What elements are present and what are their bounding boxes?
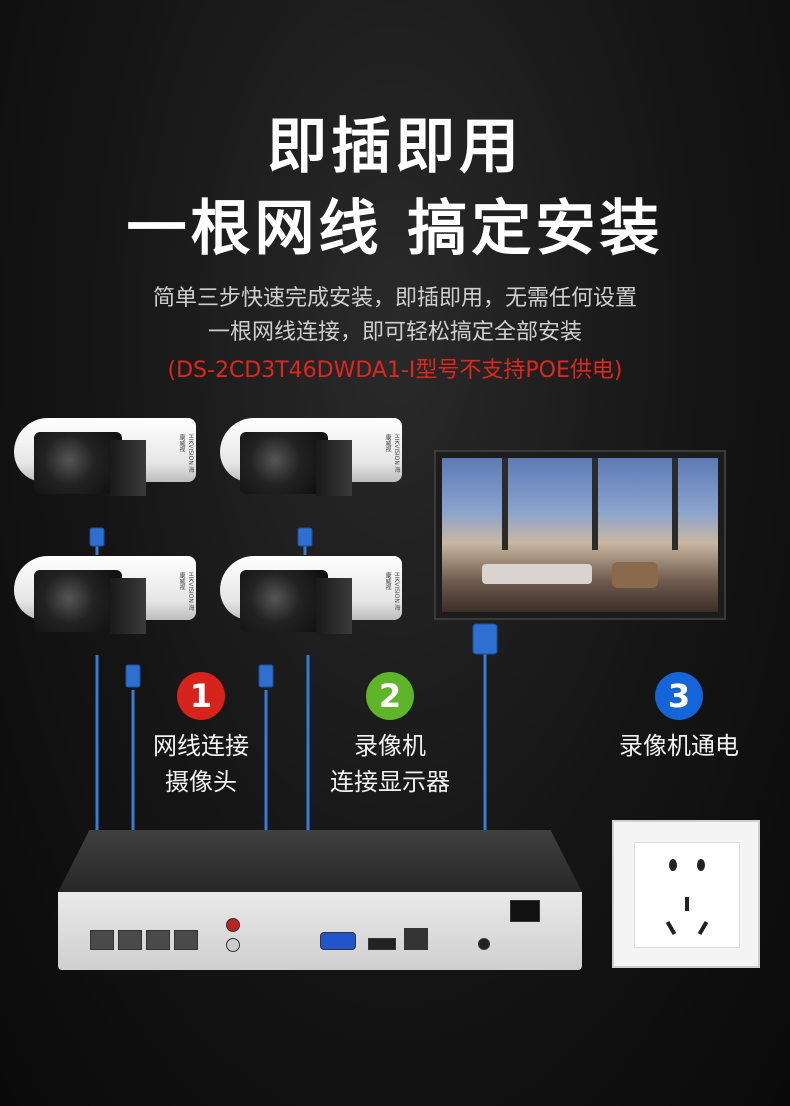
vga-plug	[472, 623, 498, 655]
poe-port-4	[174, 930, 198, 950]
title-line-1: 即插即用	[267, 112, 523, 182]
power-outlet	[612, 820, 760, 968]
nvr-top	[58, 830, 582, 892]
hdmi-port	[368, 938, 396, 950]
power-switch	[510, 900, 540, 922]
poe-port-1	[90, 930, 114, 950]
dc-power-jack	[478, 938, 490, 950]
rj45-plug	[89, 527, 105, 547]
rj45-plug	[258, 664, 274, 688]
step-2-badge: 2	[366, 672, 414, 720]
step-2-label: 录像机 连接显示器	[290, 728, 490, 800]
camera-lens-icon	[34, 570, 122, 632]
monitor-display	[434, 450, 726, 620]
camera-lens-icon	[240, 570, 328, 632]
camera-2: HIKVISION 海康威视	[220, 410, 405, 520]
camera-brand-label: HIKVISION 海康威视	[384, 572, 400, 611]
poe-port-2	[118, 930, 142, 950]
step-1-label: 网线连接 摄像头	[101, 728, 301, 800]
rj45-plug	[297, 527, 313, 547]
rj45-plug	[125, 664, 141, 688]
audio-out-port	[226, 938, 240, 952]
step-1-label-line-1: 网线连接	[153, 732, 249, 760]
power-outlet-icon	[634, 842, 740, 948]
camera-lens-icon	[34, 432, 122, 494]
camera-brand-label: HIKVISION 海康威视	[178, 572, 194, 611]
vga-port	[320, 932, 356, 950]
camera-1: HIKVISION 海康威视	[14, 410, 199, 520]
title-line-2: 一根网线 搞定安装	[126, 194, 664, 264]
nvr-rear-panel	[58, 892, 582, 970]
step-2-label-line-1: 录像机	[354, 732, 426, 760]
sofa-shape	[482, 564, 592, 584]
camera-3: HIKVISION 海康威视	[14, 548, 199, 658]
poe-port-3	[146, 930, 170, 950]
step-1-label-line-2: 摄像头	[165, 768, 237, 796]
lan-port	[404, 928, 428, 950]
subtitle-line-1: 简单三步快速完成安装，即插即用，无需任何设置	[152, 286, 637, 311]
chair-shape	[612, 562, 658, 588]
model-note: (DS-2CD3T46DWDA1-I型号不支持POE供电)	[167, 358, 623, 383]
camera-4: HIKVISION 海康威视	[220, 548, 405, 658]
subtitle-line-2: 一根网线连接，即可轻松搞定全部安装	[207, 320, 582, 345]
living-room-scene-image	[442, 458, 718, 612]
audio-in-port	[226, 918, 240, 932]
camera-lens-icon	[240, 432, 328, 494]
camera-brand-label: HIKVISION 海康威视	[384, 434, 400, 473]
step-1-badge: 1	[177, 672, 225, 720]
camera-brand-label: HIKVISION 海康威视	[178, 434, 194, 473]
step-3-badge: 3	[655, 672, 703, 720]
network-video-recorder	[58, 830, 582, 970]
step-2-label-line-2: 连接显示器	[330, 768, 450, 796]
step-3-label-line-1: 录像机通电	[619, 732, 739, 760]
step-3-label: 录像机通电	[579, 728, 779, 764]
